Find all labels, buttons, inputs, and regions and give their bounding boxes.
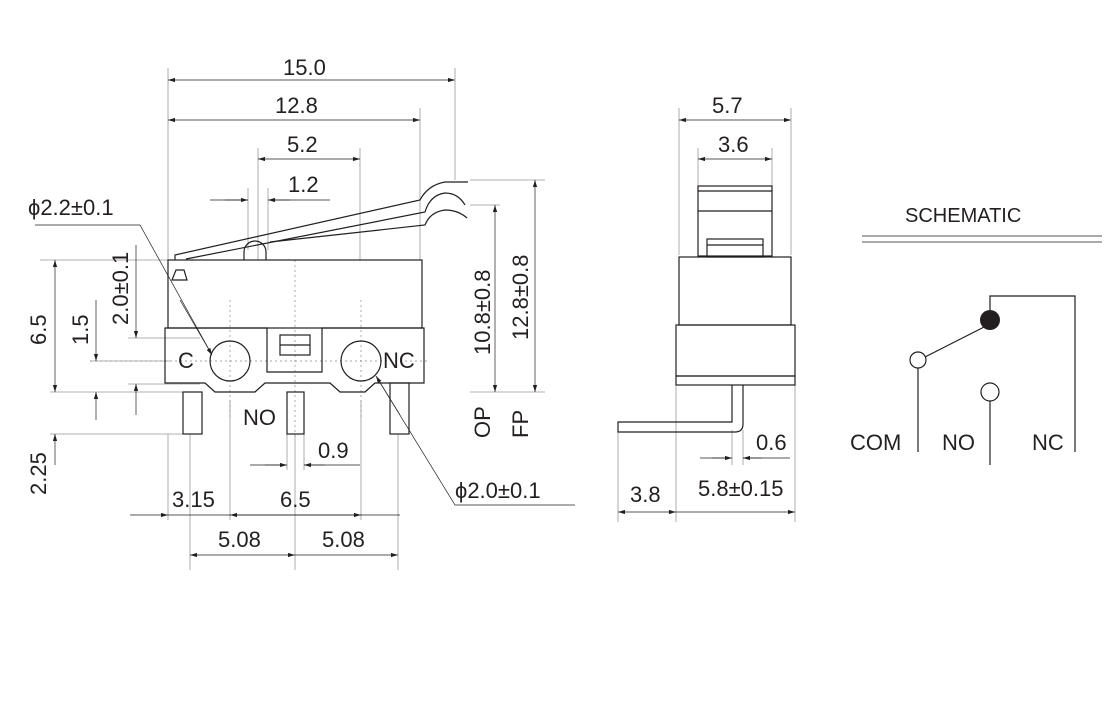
nc-contact: [980, 310, 1000, 330]
dim-pin-pitch-right: 5.08: [322, 527, 365, 552]
dim-fp-height: 12.8±0.8: [508, 255, 533, 340]
dim-op-height: 10.8±0.8: [470, 270, 495, 355]
mount-hole-c: [209, 340, 251, 382]
switch-blade: [924, 323, 991, 358]
switch-body-upper: [167, 259, 423, 329]
schematic-title: SCHEMATIC: [905, 205, 1021, 227]
no-contact: [980, 382, 1000, 402]
schematic-no-label: NO: [942, 430, 975, 455]
dim-edge-to-pin: 3.15: [172, 487, 215, 512]
lever-arm: [174, 181, 468, 260]
pin-no: [286, 391, 305, 435]
dim-overall-depth: 5.7: [712, 93, 743, 118]
side-view: 5.7 3.6 0.6 3.8 5.8±0.15: [617, 93, 796, 522]
label-op: OP: [470, 406, 495, 438]
dim-overall-width: 15.0: [283, 55, 326, 80]
actuator: [697, 185, 773, 257]
side-body-lower: [675, 324, 796, 377]
dim-terminal-length: 2.25: [26, 452, 51, 495]
dim-hole-nc-diameter: ϕ2.0±0.1: [455, 478, 541, 503]
side-body-upper: [678, 256, 792, 326]
nc-terminal-line: [989, 295, 1076, 452]
com-contact: [909, 351, 927, 369]
dim-pin-offset: 5.8±0.15: [698, 476, 783, 501]
dim-body-width: 12.8: [275, 93, 318, 118]
schematic-com-label: COM: [850, 430, 901, 455]
label-no: NO: [243, 405, 276, 430]
dim-actuator-width: 3.6: [718, 132, 749, 157]
side-pin: [617, 385, 744, 433]
label-fp: FP: [508, 410, 533, 438]
schematic-nc-label: NC: [1032, 430, 1064, 455]
dim-hole-height: 1.5: [68, 314, 93, 345]
dim-pin-thickness: 0.6: [756, 430, 787, 455]
dim-pin-bend-length: 3.8: [630, 482, 661, 507]
schematic: SCHEMATIC COM NO NC: [850, 205, 1102, 465]
front-view: 15.0 12.8 5.2 1.2 ϕ2.2±0.1 2.0±0.1 6.5 1…: [26, 55, 575, 570]
dim-pin-pitch-left: 5.08: [218, 527, 261, 552]
dim-hole-spacing: 6.5: [280, 487, 311, 512]
pin-c: [182, 391, 203, 435]
dim-hole-offset: 2.0±0.1: [108, 252, 133, 325]
dim-terminal-width: 0.9: [318, 438, 349, 463]
mount-hole-nc: [340, 340, 382, 382]
switch-body-base: [164, 327, 425, 393]
dim-hole-c-diameter: ϕ2.2±0.1: [28, 195, 114, 220]
dim-pivot-width: 1.2: [288, 172, 319, 197]
label-c: C: [178, 348, 194, 373]
lever-pivot: [243, 240, 267, 260]
dim-pivot-distance: 5.2: [287, 132, 318, 157]
dim-body-height: 6.5: [26, 314, 51, 345]
label-nc: NC: [383, 348, 415, 373]
pin-nc: [389, 382, 410, 435]
